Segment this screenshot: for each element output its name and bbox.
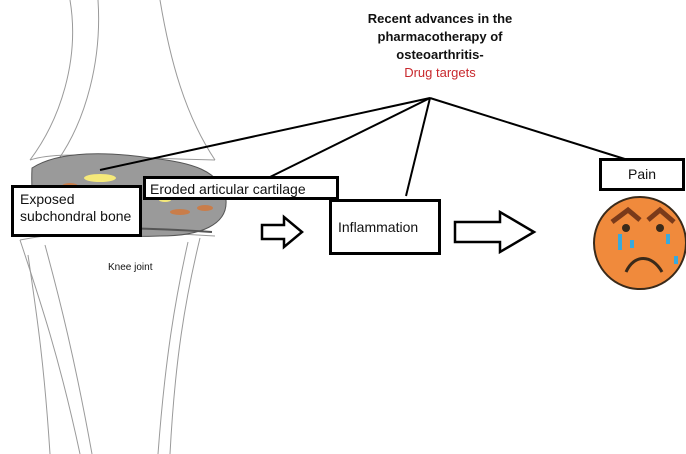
exposed-bone-box: Exposed subchondral bone — [11, 185, 142, 237]
inflammation-label: Inflammation — [338, 219, 419, 235]
lesion-yellow-mark — [84, 174, 116, 182]
lesion-mark — [197, 205, 213, 211]
eroded-cartilage-box: Eroded articular cartilage — [143, 176, 339, 200]
pain-label: Pain — [627, 166, 657, 182]
right-eye — [656, 224, 664, 232]
tibia-outline-left-inner — [44, 244, 93, 454]
title-line-3: osteoarthritis- — [396, 47, 484, 62]
face-circle — [593, 196, 686, 290]
inflammation-box: Inflammation — [329, 199, 441, 255]
tibia-outline-right-inner — [157, 241, 189, 454]
arrow-right-icon — [453, 209, 537, 255]
frown-mouth — [624, 257, 664, 273]
tibia-outline-right — [169, 237, 201, 454]
pain-box: Pain — [599, 158, 685, 191]
connector-to-pain — [429, 97, 629, 161]
connector-to-cartilage-surface — [99, 97, 431, 171]
fibula-outline — [27, 254, 51, 454]
left-eye — [622, 224, 630, 232]
tibia-outline-left — [19, 239, 81, 454]
exposed-bone-label: Exposed subchondral bone — [20, 191, 132, 224]
title-line-4-drug-targets: Drug targets — [404, 65, 476, 80]
femur-outline-right — [159, 0, 216, 161]
left-eyebrow — [610, 206, 642, 224]
femur-outline — [29, 0, 74, 161]
sad-face-icon — [593, 196, 686, 290]
connector-to-inflammation — [405, 97, 431, 197]
lesion-mark — [170, 209, 190, 215]
right-eyebrow — [646, 206, 676, 224]
title-line-1: Recent advances in the — [367, 11, 513, 26]
diagram-title: Recent advances in the pharmacotherapy o… — [340, 10, 540, 82]
title-line-2: pharmacotherapy of — [377, 29, 503, 44]
femur-outline-inner — [57, 0, 100, 161]
eroded-cartilage-label: Eroded articular cartilage — [150, 181, 306, 197]
arrow-right-icon — [260, 214, 304, 250]
connector-lines — [99, 97, 629, 197]
connector-to-eroded-cartilage — [267, 97, 431, 179]
knee-joint-label: Knee joint — [108, 262, 153, 273]
